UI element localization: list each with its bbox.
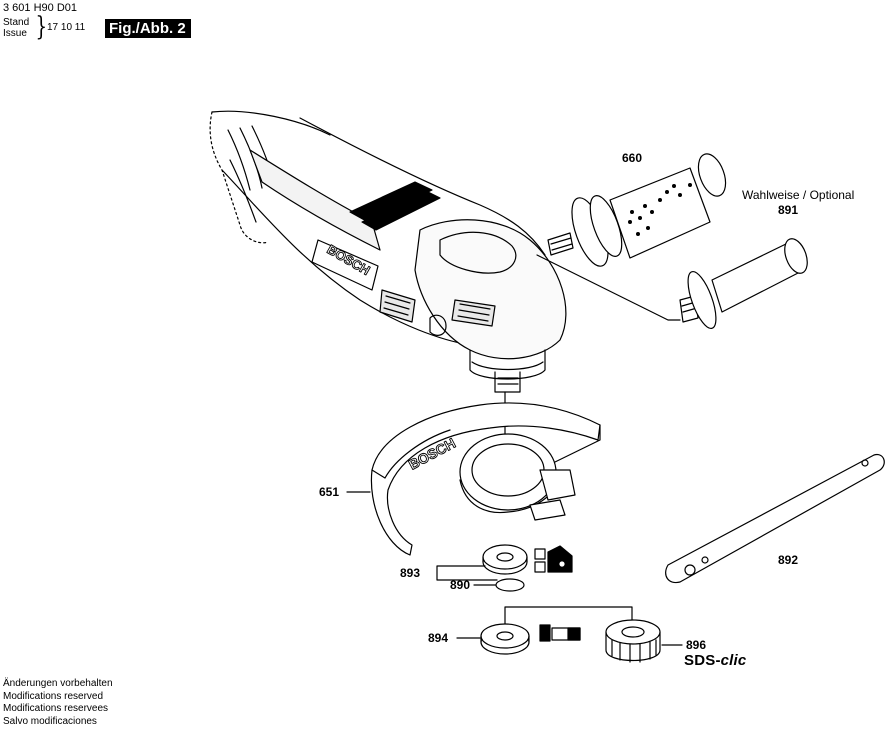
brace-glyph: }	[35, 12, 48, 42]
spanner-892-drawing	[665, 453, 885, 584]
part-label-893: 893	[400, 566, 421, 580]
part-label-892: 892	[778, 553, 799, 567]
nut-894-drawing	[480, 623, 530, 655]
optional-note: Wahlweise / Optional	[742, 188, 855, 202]
figure-label: Fig./Abb. 2	[105, 19, 191, 38]
stand-label: Stand	[3, 17, 30, 28]
angle-grinder-body: BOSCH	[209, 110, 567, 393]
label-893-bracket	[436, 565, 498, 581]
handle-891-drawing	[679, 238, 808, 329]
modification-notes: Änderungen vorbehalten Modifications res…	[3, 678, 113, 728]
issue-label: Issue	[3, 28, 27, 39]
part-label-896: 896	[686, 638, 707, 652]
stand-issue-label: Stand Issue	[3, 17, 29, 39]
flange-bracket	[504, 606, 633, 629]
wheel-guard-drawing: BOSCH	[370, 402, 601, 556]
sds-clic-nut-896-drawing	[605, 619, 661, 663]
flange-orientation-icon	[534, 545, 573, 573]
flange-893-drawing	[482, 544, 528, 575]
issue-date: 17 10 11	[47, 22, 86, 33]
o-ring-890-drawing	[495, 578, 525, 592]
document-id: 3 601 H90 D01	[3, 2, 77, 14]
part-label-660: 660	[622, 151, 643, 165]
sds-prefix: SDS-	[684, 652, 721, 669]
part-label-651: 651	[319, 485, 340, 499]
part-label-894: 894	[428, 631, 449, 645]
sds-clic-label: SDS-clic	[684, 652, 746, 669]
handle-660-drawing	[547, 153, 727, 267]
sds-suffix: clic	[720, 652, 747, 669]
handle-leader-line	[536, 254, 681, 321]
part-label-890: 890	[450, 578, 471, 592]
nut-orientation-icon	[539, 624, 581, 642]
note-en: Modifications reserved	[3, 690, 104, 702]
part-label-891: 891	[778, 203, 799, 217]
note-de: Änderungen vorbehalten	[3, 678, 113, 689]
note-fr: Modifications reservees	[3, 703, 109, 714]
note-es: Salvo modificaciones	[3, 715, 97, 727]
